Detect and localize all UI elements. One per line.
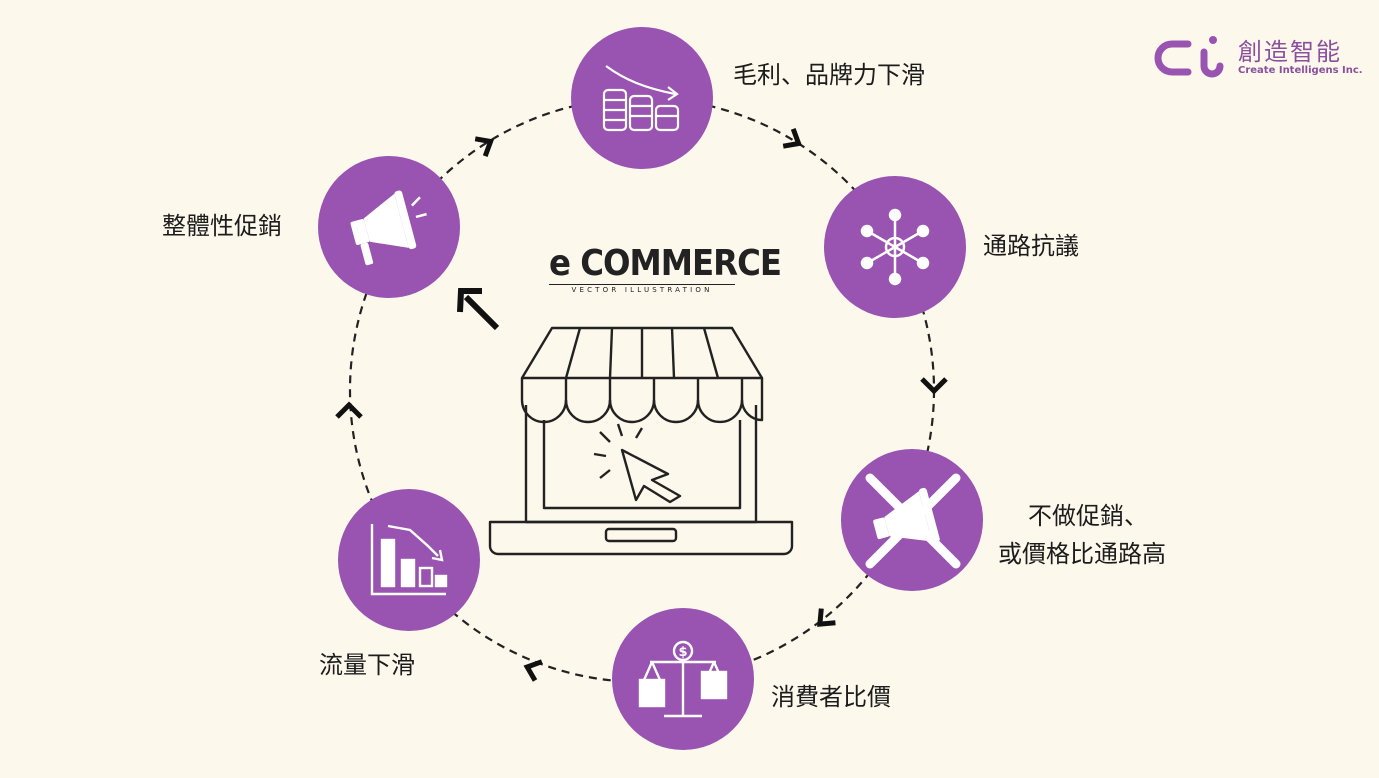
ring-arrow-bottom: [523, 659, 543, 682]
ring-arrow-bottomright: [817, 608, 836, 627]
ring-arrow-topright: [782, 127, 802, 149]
label-compare: 消費者比價: [771, 683, 891, 711]
dollar-sign: $: [678, 645, 687, 660]
price-scale-icon: [638, 640, 728, 718]
label-channel: 通路抗議: [983, 232, 1079, 260]
storefront-laptop-illustration: [488, 326, 794, 556]
network-hub-icon: [860, 208, 930, 286]
inner-arrow-to-promo: [457, 288, 500, 331]
ring-arrow-top: [474, 136, 494, 158]
coins-decline-icon: [602, 65, 680, 132]
brand-subtitle: Create Intelligens Inc.: [1238, 65, 1363, 76]
center-subtitle: VECTOR ILLUSTRATION: [549, 284, 735, 294]
brand-logo: 創造智能 Create Intelligens Inc.: [1154, 32, 1364, 82]
megaphone-icon: [350, 190, 427, 266]
label-nopromo-line2: 或價格比通路高: [998, 540, 1166, 568]
brand-logo-mark: [1154, 36, 1224, 78]
node-circle-margin: [571, 27, 713, 169]
ring-arrow-left: [335, 401, 363, 419]
center-title: e COMMERCE: [549, 243, 782, 284]
label-margin: 毛利、品牌力下滑: [733, 61, 925, 89]
label-traffic: 流量下滑: [319, 651, 415, 679]
no-megaphone-icon: [865, 473, 961, 569]
brand-name: 創造智能: [1238, 38, 1342, 66]
label-nopromo-line1: 不做促銷、: [1028, 502, 1148, 530]
ring-arrow-right: [920, 377, 948, 395]
bar-chart-decline-icon: [370, 524, 448, 596]
label-promo: 整體性促銷: [162, 212, 282, 240]
